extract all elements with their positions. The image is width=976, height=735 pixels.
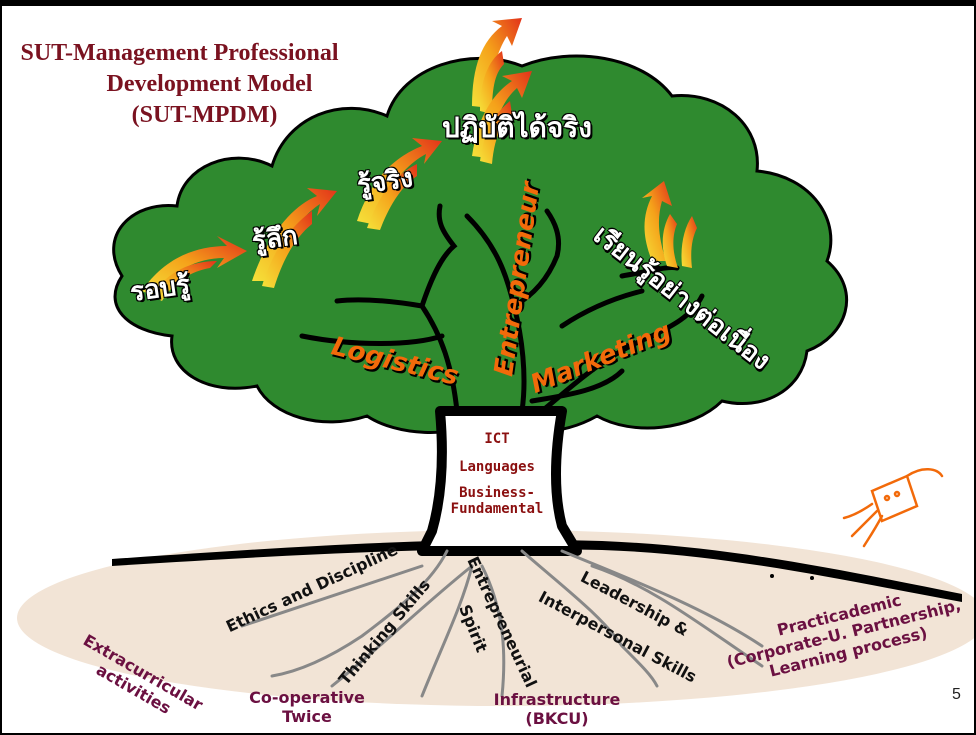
title-line-1: SUT-Management Professional	[20, 40, 339, 66]
label-infra-1: Infrastructure	[493, 690, 621, 709]
label-patibat: ปฏิบัติได้จริง	[442, 111, 592, 144]
page-number: 5	[952, 686, 961, 703]
trunk-labels: ICT Languages Business- Fundamental	[432, 431, 562, 517]
label-ru-luek: รู้ลึก	[250, 220, 300, 258]
label-business-2: Fundamental	[450, 501, 544, 517]
ground-ellipse	[17, 530, 974, 706]
horizon-line	[112, 539, 962, 602]
dots	[760, 559, 814, 580]
tree-trunk	[417, 406, 582, 556]
watering-can-icon	[842, 468, 944, 548]
label-ru-jing: รู้จริง	[355, 163, 415, 201]
branch-lines	[299, 203, 705, 414]
tree-crown	[112, 54, 849, 434]
tree-illustration	[17, 18, 974, 706]
label-coop-1: Co-operative	[249, 688, 365, 707]
label-infra-2: (BKCU)	[525, 709, 589, 728]
growth-arrows	[142, 18, 697, 301]
label-ict: ICT	[484, 431, 510, 447]
title-line-3: (SUT-MPDM)	[131, 102, 278, 128]
label-rob-ru: รอบรู้	[128, 269, 192, 309]
label-infrastructure: Infrastructure (BKCU)	[482, 690, 632, 728]
label-languages: Languages	[459, 459, 535, 475]
root-lines	[240, 549, 764, 698]
label-coop-2: Twice	[282, 707, 332, 726]
label-coop: Co-operative Twice	[242, 688, 372, 726]
title-line-2: Development Model	[106, 71, 313, 97]
diagram-title: SUT-Management Professional Development …	[12, 38, 347, 131]
label-business-1: Business-	[459, 485, 535, 501]
